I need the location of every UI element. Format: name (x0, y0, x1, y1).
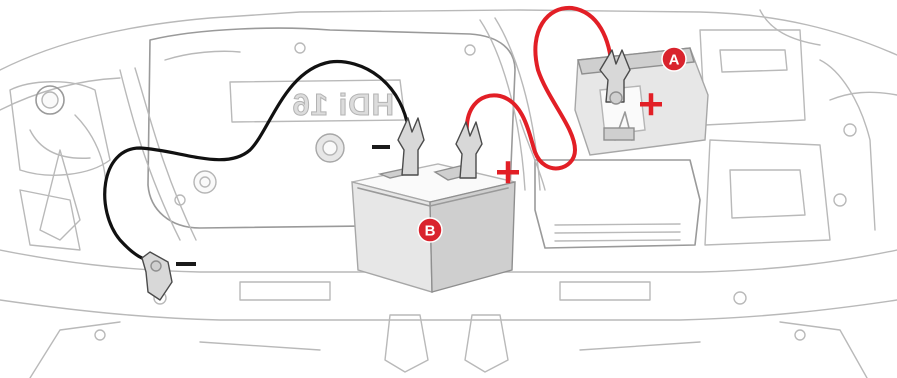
engine-cover-logo: HDi 16 (292, 87, 394, 122)
badge-a: A (662, 47, 686, 71)
badge-a-label: A (669, 52, 680, 69)
engine-logo-text: HDi 16 (292, 87, 394, 122)
minus-sign-b (372, 145, 390, 149)
badge-b-label: B (425, 223, 436, 240)
badge-b: B (418, 218, 442, 242)
battery-a (575, 48, 708, 155)
clamp-b-negative (398, 118, 424, 175)
clamp-ground (142, 252, 172, 300)
minus-sign-ground (176, 262, 196, 266)
